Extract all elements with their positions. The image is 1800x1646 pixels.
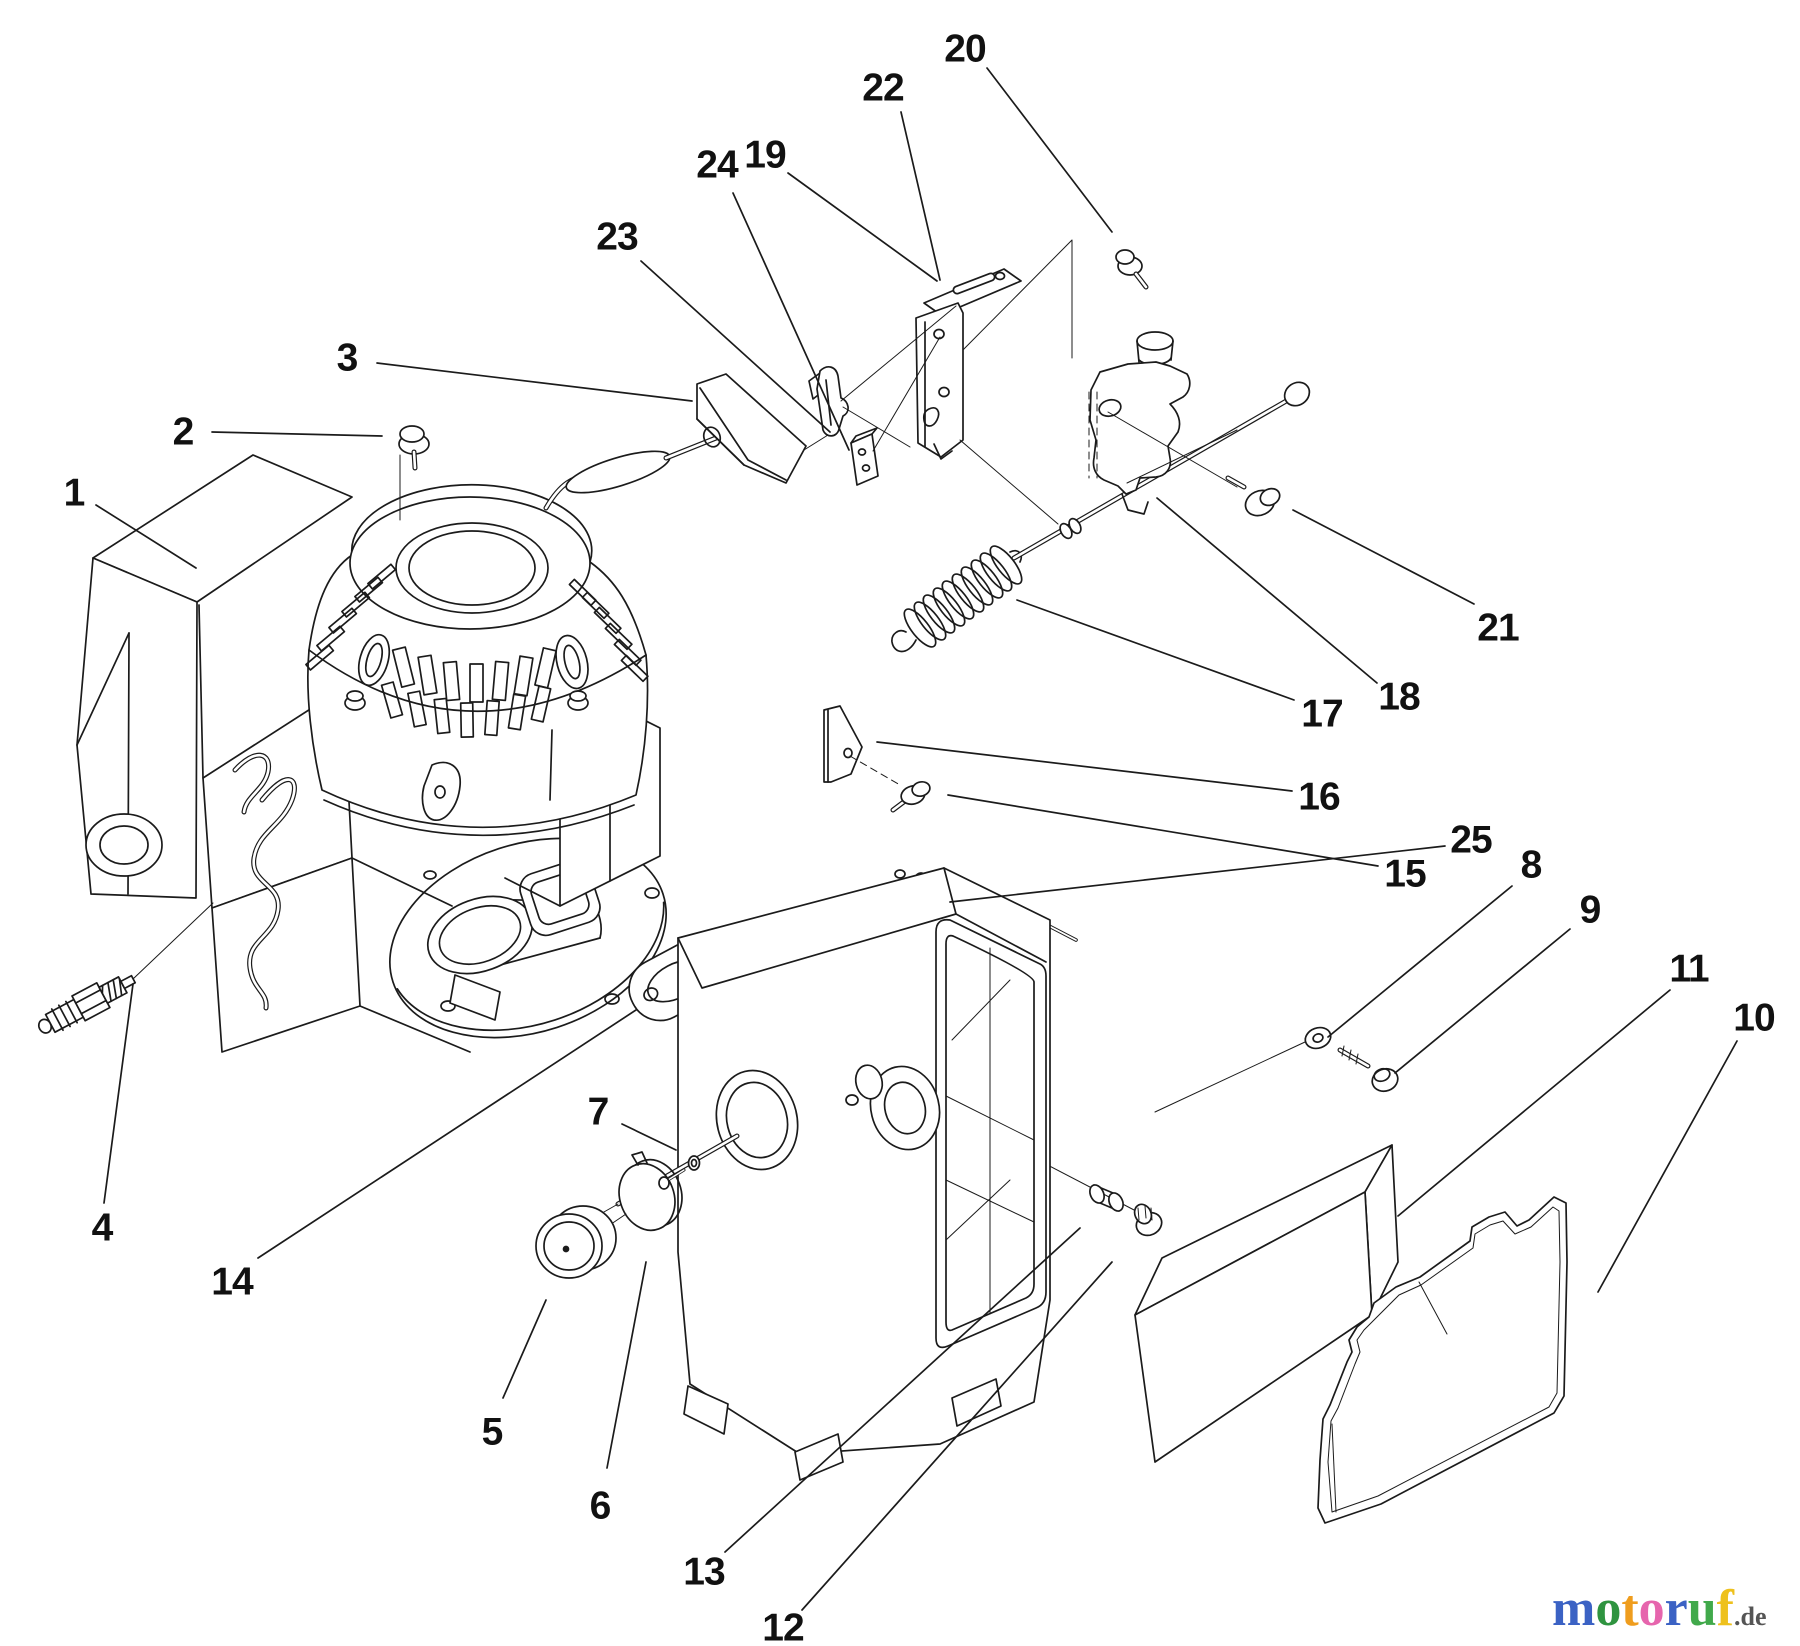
spark-plug	[37, 902, 214, 1034]
callout-number-16: 16	[1298, 775, 1340, 819]
watermark-letter: o	[1638, 1580, 1665, 1637]
watermark-letter: m	[1552, 1580, 1596, 1637]
throttle-cable	[543, 373, 837, 511]
housing-bolt	[398, 425, 430, 521]
callout-number-1: 1	[63, 471, 86, 515]
bracket-screw	[1115, 249, 1149, 290]
callout-leader-lines	[95, 67, 1738, 1611]
callout-number-13: 13	[683, 1550, 725, 1594]
leader-line-12	[801, 1261, 1113, 1611]
watermark-letter: o	[1595, 1580, 1622, 1637]
leader-line-14	[257, 1009, 637, 1259]
leader-line-24	[732, 192, 850, 451]
throttle-rod	[1011, 381, 1311, 561]
callout-number-17: 17	[1301, 692, 1343, 736]
vent-slots-left	[305, 563, 397, 671]
leader-line-22	[900, 111, 941, 281]
leader-line-8	[1327, 885, 1513, 1038]
leader-line-7	[621, 1123, 677, 1151]
watermark-letter: r	[1664, 1580, 1688, 1637]
choke-parts	[535, 1133, 740, 1279]
callout-number-2: 2	[172, 410, 195, 454]
throttle-lever	[1088, 331, 1238, 515]
callout-number-23: 23	[596, 215, 638, 259]
leader-line-3	[376, 362, 693, 402]
callout-number-21: 21	[1477, 606, 1519, 650]
leader-line-2	[211, 431, 383, 437]
watermark-logo[interactable]: motoruf.de	[1552, 1583, 1800, 1635]
callout-number-14: 14	[211, 1260, 253, 1304]
throttle-linkage	[690, 331, 1311, 942]
leader-line-11	[1397, 989, 1671, 1217]
leader-line-4	[103, 983, 134, 1204]
callout-number-7: 7	[587, 1090, 610, 1134]
fuel-line	[232, 752, 297, 1011]
callout-number-24: 24	[696, 143, 738, 187]
callout-number-20: 20	[944, 27, 986, 71]
leader-line-9	[1394, 928, 1571, 1074]
vent-slots-right	[568, 578, 649, 683]
callout-number-4: 4	[91, 1206, 114, 1250]
watermark-letter: u	[1687, 1580, 1717, 1637]
watermark-letter: f	[1716, 1580, 1734, 1637]
leader-line-10	[1597, 1040, 1738, 1293]
callout-number-6: 6	[589, 1484, 612, 1528]
leader-line-25	[949, 845, 1446, 903]
linkage-bolt	[1225, 475, 1281, 517]
governor-spring	[891, 545, 1023, 653]
callout-number-19: 19	[744, 133, 786, 177]
leader-line-18	[1156, 497, 1378, 684]
callout-number-15: 15	[1384, 852, 1426, 896]
callout-number-9: 9	[1579, 888, 1602, 932]
callout-number-12: 12	[762, 1606, 804, 1646]
cover-screw-washer	[1154, 1026, 1399, 1113]
callout-number-22: 22	[862, 66, 904, 110]
governor-vane	[823, 705, 901, 786]
watermark-suffix: .de	[1734, 1602, 1767, 1631]
leader-line-23	[640, 260, 831, 433]
vane-screw	[890, 780, 931, 813]
leader-line-21	[1292, 509, 1475, 605]
fuel-tank	[76, 454, 353, 899]
leader-line-19	[787, 172, 938, 282]
stop-switch-tab	[421, 761, 461, 821]
air-cleaner-housing	[677, 867, 1051, 1481]
leader-line-1	[95, 504, 197, 569]
vent-slots-front	[380, 646, 557, 738]
engine-assembly	[37, 454, 667, 1053]
callout-number-8: 8	[1520, 843, 1543, 887]
callout-number-3: 3	[336, 336, 359, 380]
air-cleaner-cover	[1317, 1196, 1568, 1524]
leader-line-6	[606, 1261, 647, 1469]
leader-line-16	[876, 741, 1293, 792]
mount-spacer-nut	[1089, 1184, 1163, 1237]
recoil-blower-housing	[305, 483, 649, 837]
control-brackets	[808, 239, 1149, 525]
leader-line-13	[724, 1227, 1081, 1553]
leader-line-20	[986, 67, 1113, 233]
callout-number-11: 11	[1669, 947, 1709, 991]
callout-number-25: 25	[1450, 818, 1492, 862]
leader-line-17	[1016, 599, 1295, 701]
callout-number-5: 5	[481, 1410, 504, 1454]
leader-line-15	[947, 794, 1379, 867]
callout-number-18: 18	[1378, 675, 1420, 719]
callout-number-10: 10	[1733, 996, 1775, 1040]
air-cleaner-assembly	[535, 867, 1568, 1524]
watermark-letter: t	[1621, 1580, 1639, 1637]
air-filter-element	[1134, 1144, 1399, 1463]
leader-line-5	[502, 1299, 547, 1399]
